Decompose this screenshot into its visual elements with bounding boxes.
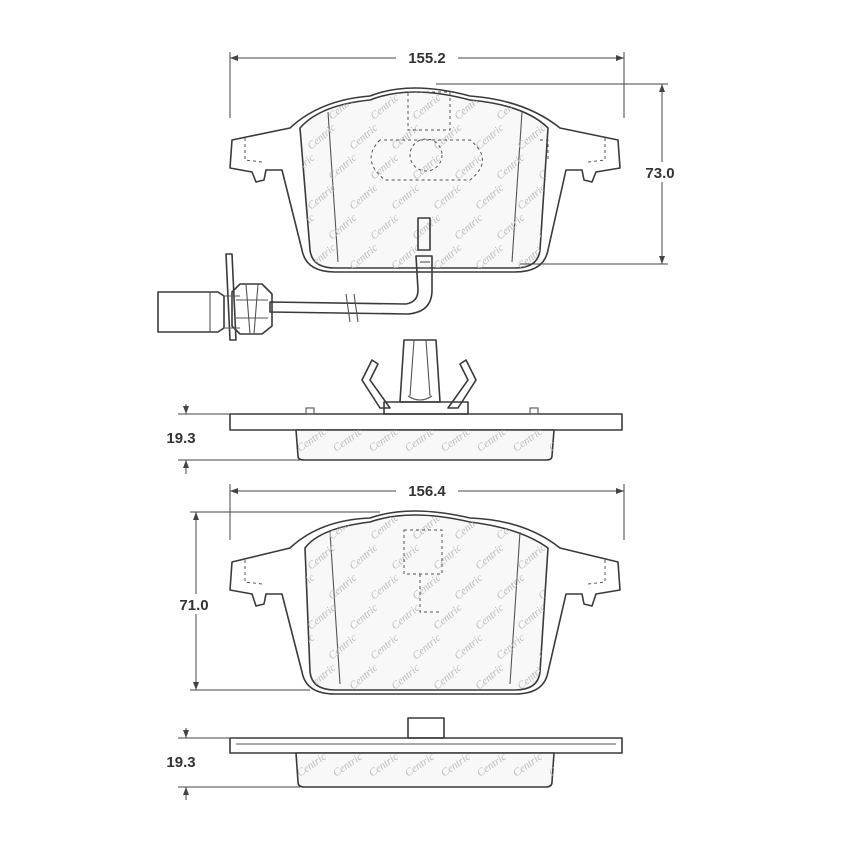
- bottom-hidden-line-left: [244, 560, 263, 585]
- bottom-hidden-clip: [403, 529, 443, 575]
- bottom-thickness-dimension: 19.3: [158, 728, 300, 800]
- watermark-text: Centric: [536, 92, 569, 122]
- watermark-text: Centric: [536, 572, 569, 602]
- top-thickness-dimension: 19.3: [158, 404, 300, 474]
- sensor-clip-bar: [225, 253, 237, 341]
- bottom-side-friction: [295, 752, 555, 788]
- wear-sensor-assembly: [157, 253, 433, 341]
- top-hidden-clip: [407, 91, 451, 131]
- bottom-friction-material: [304, 514, 549, 691]
- sensor-stem: [417, 217, 431, 251]
- top-side-spring-left: [361, 359, 391, 409]
- top-hidden-slot: [540, 139, 549, 160]
- bottom-hidden-line-right: [587, 560, 606, 585]
- bottom-height-dimension: 71.0: [168, 511, 380, 691]
- bottom-width-dimension: 156.4: [229, 479, 625, 540]
- bottom-hidden-slot: [419, 574, 440, 613]
- bottom-chamfer-right: [509, 531, 521, 685]
- bottom-side-clip: [407, 717, 445, 739]
- top-side-friction: [295, 429, 555, 461]
- watermark-text: Centric: [284, 512, 317, 542]
- bottom-width-value: 156.4: [408, 483, 446, 500]
- watermark-text: Centric: [536, 512, 569, 542]
- bottom-backing-plate: [229, 510, 621, 695]
- top-side-tab-left: [305, 407, 315, 415]
- top-side-clip-detail: [407, 339, 433, 401]
- top-side-backing-plate: [229, 413, 623, 431]
- sensor-connector-detail: [236, 283, 268, 335]
- sensor-wire: [269, 255, 433, 315]
- top-side-clip: [399, 339, 441, 403]
- watermark-text: Centric: [547, 751, 581, 780]
- top-height-value: 73.0: [645, 165, 674, 182]
- sensor-plug: [157, 291, 225, 333]
- bottom-side-backing-plate: [229, 737, 623, 754]
- top-chamfer-right: [511, 111, 523, 263]
- sensor-plug-links: [224, 295, 240, 329]
- bottom-thickness-value: 19.3: [166, 754, 195, 771]
- top-backing-plate: [229, 87, 621, 273]
- sensor-wire-marks: [345, 293, 359, 323]
- top-side-spring-right: [447, 359, 477, 409]
- top-hidden-clip-circle: [409, 138, 443, 172]
- top-width-dimension: 155.2: [229, 46, 625, 118]
- watermark-text: Centric: [536, 152, 569, 182]
- top-hidden-abutment: [370, 139, 483, 181]
- sensor-connector-housing: [231, 283, 273, 335]
- top-hidden-line-right: [587, 138, 606, 163]
- bottom-height-value: 71.0: [179, 597, 208, 614]
- top-hidden-line-left: [244, 138, 263, 163]
- top-side-tab-right: [529, 407, 539, 415]
- top-chamfer-left: [327, 111, 339, 263]
- top-height-dimension: 73.0: [436, 83, 686, 265]
- top-width-value: 155.2: [408, 50, 446, 67]
- bottom-chamfer-left: [329, 531, 341, 685]
- top-thickness-value: 19.3: [166, 430, 195, 447]
- watermark-text: Centric: [547, 426, 581, 455]
